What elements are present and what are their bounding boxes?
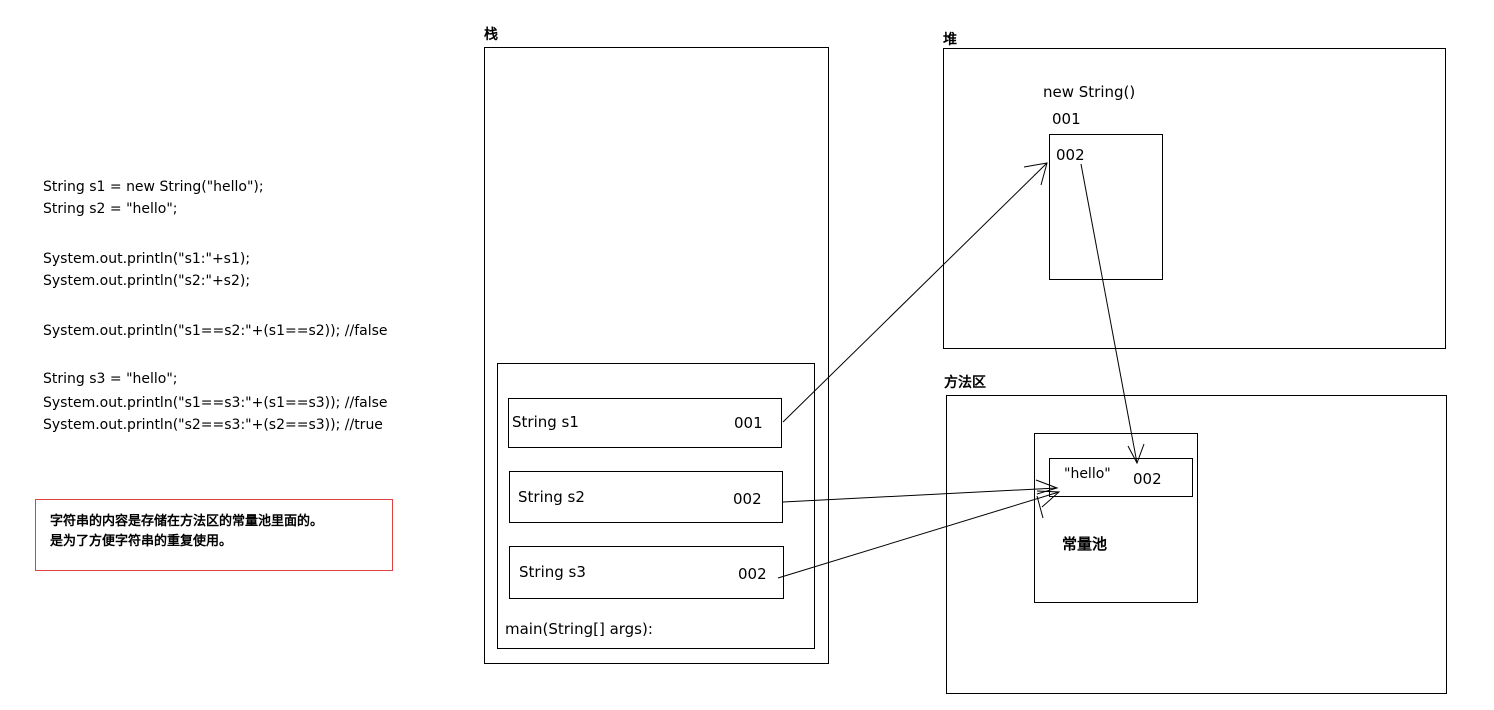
var-s2-value: 002 (733, 490, 762, 508)
code-line-8: System.out.println("s2==s3:"+(s2==s3)); … (43, 417, 383, 433)
var-s1-value: 001 (734, 414, 763, 432)
arrowhead-s1 (1023, 162, 1048, 186)
hello-literal-address: 002 (1133, 470, 1162, 488)
method-area-box (946, 395, 1447, 694)
hello-literal (1049, 458, 1193, 497)
stack-box (484, 47, 829, 664)
constant-pool (1034, 433, 1198, 603)
main-frame (497, 363, 815, 649)
stack-title: 栈 (484, 27, 498, 43)
code-line-6: String s3 = "hello"; (43, 371, 178, 387)
var-s3-name: String s3 (519, 563, 586, 581)
pool-tick (1036, 495, 1044, 519)
code-line-4: System.out.println("s2:"+s2); (43, 273, 251, 289)
main-frame-label: main(String[] args): (505, 620, 653, 638)
arrowhead-s2 (1035, 479, 1059, 495)
hello-literal-text: "hello" (1064, 466, 1111, 482)
var-s3-value: 002 (738, 565, 767, 583)
note-line-2: 是为了方便字符串的重复使用。 (50, 534, 233, 549)
note-box: 字符串的内容是存储在方法区的常量池里面的。 是为了方便字符串的重复使用。 (35, 499, 393, 571)
var-s2-name: String s2 (518, 488, 585, 506)
code-line-7: System.out.println("s1==s3:"+(s1==s3)); … (43, 395, 388, 411)
code-line-3: System.out.println("s1:"+s1); (43, 251, 251, 267)
heap-box (943, 48, 1446, 349)
heap-object-label: new String() (1043, 83, 1136, 101)
arrowhead-heap (1127, 443, 1145, 465)
method-area-title: 方法区 (944, 375, 986, 391)
arrow-s3-to-pool (777, 491, 1060, 579)
note-line-1: 字符串的内容是存储在方法区的常量池里面的。 (50, 514, 324, 529)
heap-object-address: 001 (1052, 110, 1081, 128)
var-s2 (509, 471, 783, 523)
constant-pool-label: 常量池 (1062, 535, 1108, 553)
code-line-2: String s2 = "hello"; (43, 201, 178, 217)
heap-object (1049, 134, 1163, 280)
code-line-1: String s1 = new String("hello"); (43, 179, 264, 195)
arrow-heap-to-pool (1080, 163, 1138, 464)
arrow-s1-to-heap (782, 162, 1048, 423)
heap-object-value: 002 (1056, 146, 1085, 164)
var-s3 (509, 546, 784, 599)
heap-title: 堆 (943, 32, 957, 48)
var-s1-name: String s1 (512, 413, 579, 431)
arrowhead-s3 (1036, 490, 1061, 508)
code-line-5: System.out.println("s1==s2:"+(s1==s2)); … (43, 323, 388, 339)
var-s1 (508, 398, 782, 448)
arrow-s2-to-pool (782, 487, 1058, 503)
